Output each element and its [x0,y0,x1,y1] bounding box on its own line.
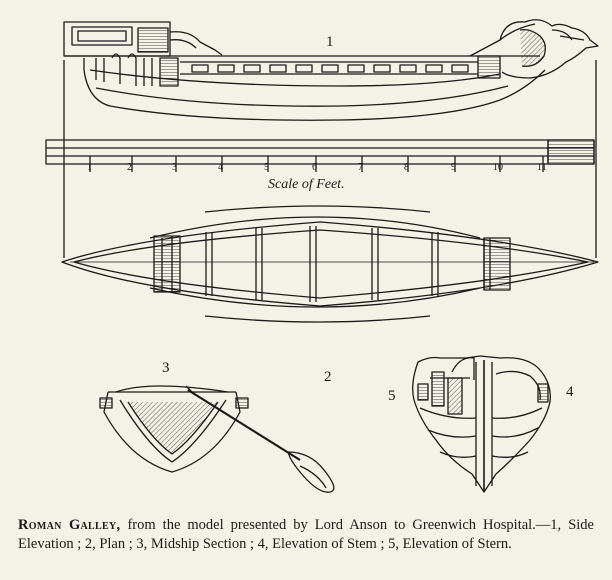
galley-engraving: 1 1 2 3 4 5 6 7 8 9 10 11 Scale of Feet. [45,19,599,493]
label-elevation-of-stern: 5 [388,388,396,404]
stern-gallery [95,53,179,87]
scale-tick: 5 [264,162,269,173]
scale-tick: 2 [127,162,132,173]
oar-port-row [191,64,469,73]
scale-tick: 4 [218,162,223,173]
scale-of-feet-bar [45,60,597,258]
scale-caption: Scale of Feet. [268,177,345,192]
figure-caption: Roman Galley, from the model presented b… [18,516,594,554]
stem-stern-elevation-drawing [412,355,551,493]
scale-tick: 10 [493,162,503,173]
scale-tick: 8 [404,162,409,173]
scale-tick: 1 [87,162,92,173]
scale-tick: 9 [451,162,456,173]
scale-tick: 3 [172,162,177,173]
scale-tick: 11 [537,162,547,173]
caption-body: from the model presented by Lord Anson t… [18,517,594,552]
label-midship-section: 3 [162,360,170,376]
plan-thwarts [153,226,511,302]
side-elevation-drawing [63,19,599,121]
label-elevation-of-stem: 4 [566,384,574,400]
midship-section-drawing [99,385,335,493]
plan-drawing [61,205,599,323]
caption-title: Roman Galley, [18,517,121,533]
scale-tick: 7 [358,162,363,173]
scale-tick-labels: 1 2 3 4 5 6 7 8 9 10 11 Scale of Feet. [87,162,547,192]
scale-tick: 6 [312,162,317,173]
label-plan: 2 [324,369,332,385]
label-side-elevation: 1 [326,34,334,50]
